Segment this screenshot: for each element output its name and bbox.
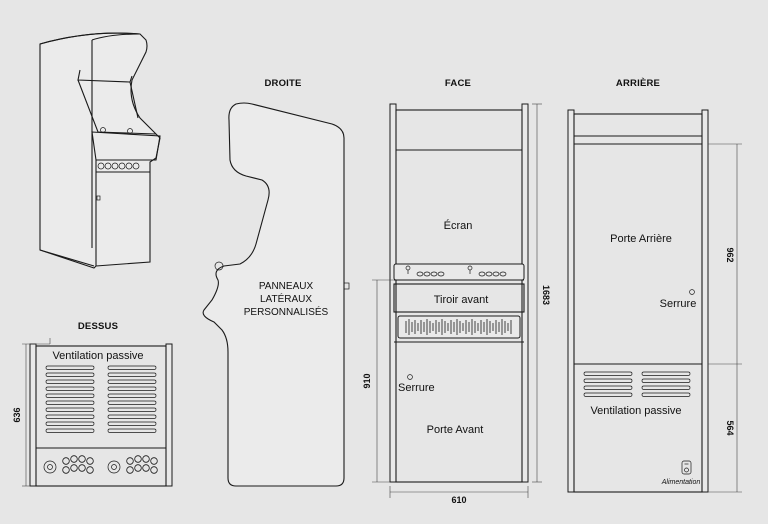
power-plug-icon [681, 460, 692, 475]
side-panel-label-1: PANNEAUX [259, 281, 314, 292]
side-panel-label-2: LATÉRAUX [260, 292, 312, 305]
back-power-label: Alimentation [661, 479, 701, 486]
dim-front-width: 610 [451, 495, 466, 505]
dim-back-lower: 564 [725, 420, 735, 435]
front-door-label: Porte Avant [427, 424, 484, 436]
back-lock-label: Serrure [660, 298, 697, 310]
side-profile-view: PANNEAUX LATÉRAUX PERSONNALISÉS [202, 102, 350, 487]
side-joystick-icon [214, 261, 224, 271]
back-lock-icon [689, 289, 695, 295]
top-view: Ventilation passive 636 [12, 338, 173, 487]
front-dimensions [372, 103, 542, 498]
side-lock-icon [343, 282, 350, 290]
dim-front-door: 910 [362, 373, 372, 388]
top-ventilation-label: Ventilation passive [52, 350, 143, 362]
back-dimensions [708, 143, 742, 493]
dim-back-upper: 962 [725, 247, 735, 262]
front-view: Écran Tiroir avant Serrure Porte Avant 6… [362, 103, 551, 505]
top-arcade-button-icons [62, 455, 158, 474]
back-view: Porte Arrière Serrure Ventilation passiv… [567, 109, 742, 493]
back-ventilation-label: Ventilation passive [590, 405, 681, 417]
view-title-droite: DROITE [264, 78, 301, 89]
front-lock-label: Serrure [398, 382, 435, 394]
view-title-dessus: DESSUS [78, 321, 118, 332]
front-drawer-label: Tiroir avant [434, 294, 489, 306]
front-control-panel-icons [405, 265, 507, 277]
front-screen-label: Écran [444, 219, 473, 232]
top-vent-slots [45, 365, 157, 433]
cabinet-perspective-view [39, 32, 161, 269]
back-door-label: Porte Arrière [610, 233, 672, 245]
view-title-face: FACE [445, 78, 471, 89]
perspective-buttons [97, 162, 140, 170]
dim-top-depth: 636 [12, 407, 22, 422]
back-vent-slots [583, 371, 691, 397]
front-lock-icon [407, 374, 413, 380]
top-dimensions [22, 338, 51, 487]
top-joystick-icon-p2 [107, 460, 121, 474]
speaker-grille [405, 319, 512, 335]
top-joystick-icon-p1 [43, 460, 57, 474]
side-panel-label-3: PERSONNALISÉS [244, 305, 329, 318]
view-title-arriere: ARRIÈRE [616, 78, 660, 89]
dim-front-height: 1683 [541, 285, 551, 305]
